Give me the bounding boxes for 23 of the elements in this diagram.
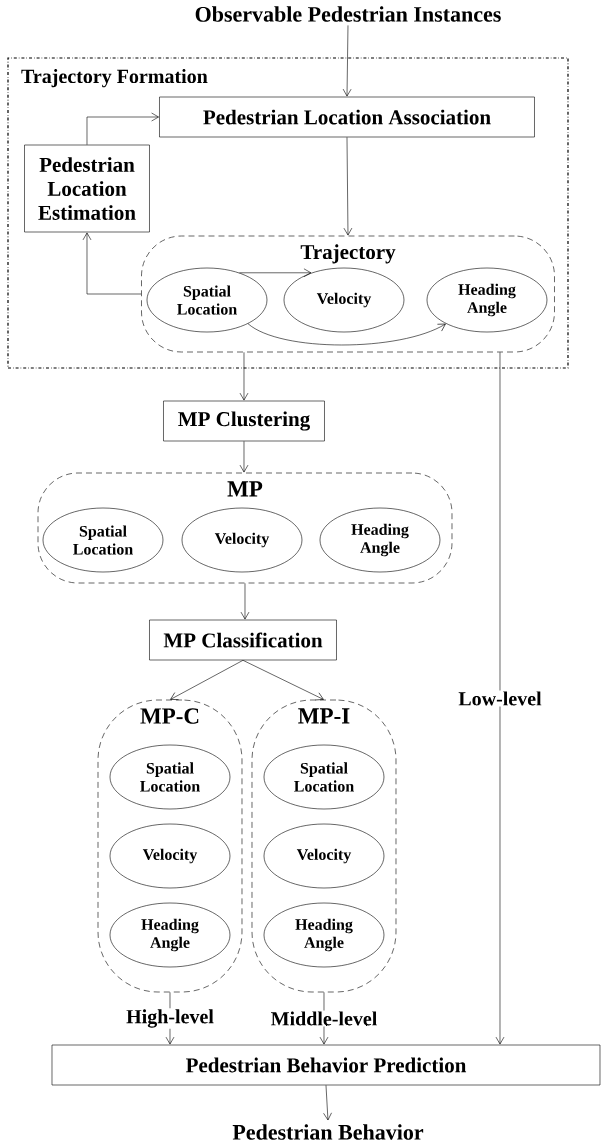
- arrow: [323, 1085, 332, 1121]
- process-box: Pedestrian Location Association: [159, 96, 535, 138]
- arrow: [239, 441, 249, 473]
- arrow: [239, 268, 312, 278]
- arrow: [247, 323, 446, 346]
- arrow: [342, 25, 352, 97]
- edge-label: Low-level: [457, 690, 543, 707]
- arrow: [343, 137, 353, 236]
- process-box: Pedestrian Location Estimation: [24, 144, 150, 233]
- edge-label: Middle-level: [269, 1010, 379, 1027]
- arrow: [170, 660, 244, 700]
- bare-text: Pedestrian Behavior: [232, 1124, 424, 1140]
- edge-label: High-level: [125, 1008, 215, 1029]
- arrow: [495, 352, 505, 1045]
- process-box: MP Classification: [149, 619, 337, 661]
- process-box: Pedestrian Behavior Prediction: [51, 1044, 601, 1086]
- bare-text: Observable Pedestrian Instances: [195, 6, 501, 22]
- arrow: [82, 232, 142, 295]
- arrow: [86, 112, 159, 145]
- arrow: [242, 660, 324, 701]
- arrow: [240, 583, 250, 620]
- arrow: [239, 352, 249, 401]
- process-box: MP Clustering: [163, 400, 325, 442]
